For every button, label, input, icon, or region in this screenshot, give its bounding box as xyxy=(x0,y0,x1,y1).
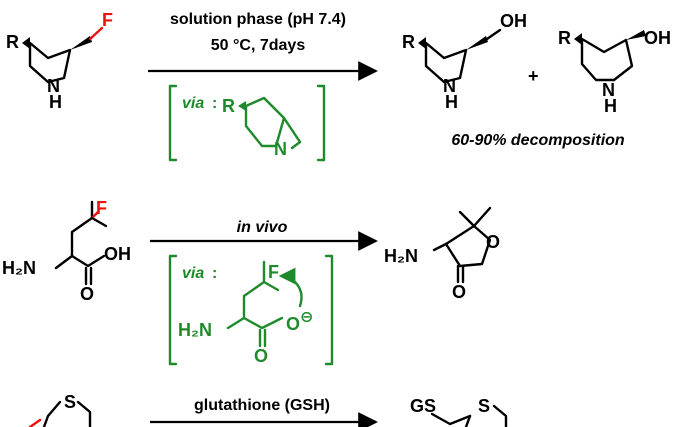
product2-atom-r: R xyxy=(558,28,571,48)
lactone-atom-o-carbonyl: O xyxy=(452,282,466,302)
reactant-thiophene: S xyxy=(28,392,92,427)
reaction-3: S glutathione (GSH) GS S xyxy=(28,392,508,427)
reaction-2: F H₂N OH O in vivo via : F H₂N O ⊖ O xyxy=(2,198,500,366)
atom-n: N xyxy=(47,76,60,96)
product1-atom-oh: OH xyxy=(500,11,527,31)
lactone-atom-h2n: H₂N xyxy=(384,246,418,266)
via-intermediate-aziridinium: via : R N xyxy=(168,84,326,162)
reactant-fluoromethylpyrrolidine: R N H F xyxy=(6,10,113,112)
intermediate2-atom-o-carbonyl: O xyxy=(254,346,268,366)
fluoroleucine-atom-h2n: H₂N xyxy=(2,258,36,278)
reaction-1: R N H F solution phase (pH 7.4) 50 °C, 7… xyxy=(6,10,671,162)
product2-atom-h: H xyxy=(604,96,617,116)
reactant-fluoroleucine: F H₂N OH O xyxy=(2,198,131,304)
negative-charge: ⊖ xyxy=(300,309,313,326)
decomposition-note: 60-90% decomposition xyxy=(451,132,625,149)
product2-atom-n: N xyxy=(602,80,615,100)
via-intermediate-carboxylate: via : F H₂N O ⊖ O xyxy=(168,254,334,366)
product1-atom-r: R xyxy=(402,32,415,52)
via-label-1: via xyxy=(182,95,204,112)
intermediate-atom-r: R xyxy=(222,96,235,116)
intermediate2-atom-f: F xyxy=(268,262,279,282)
fluoroleucine-atom-oh: OH xyxy=(104,244,131,264)
product-hydroxypiperidine: R N H OH xyxy=(558,28,671,116)
atom-r: R xyxy=(6,32,19,52)
condition-glutathione: glutathione (GSH) xyxy=(194,397,330,414)
product1-atom-n: N xyxy=(443,76,456,96)
intermediate-atom-n: N xyxy=(274,139,287,159)
lactone-atom-o: O xyxy=(486,232,500,252)
atom-f: F xyxy=(102,10,113,30)
atom-h: H xyxy=(49,92,62,112)
product-gs-thiophene: GS S xyxy=(410,396,508,427)
plus-sign: + xyxy=(528,66,539,86)
product-hydroxymethylpyrrolidine: R N H OH xyxy=(402,11,527,112)
via-label-2: via xyxy=(182,265,204,282)
condition-line-2: 50 °C, 7days xyxy=(211,37,306,54)
condition-in-vivo: in vivo xyxy=(237,219,288,236)
product-lactone: O O H₂N xyxy=(384,206,500,302)
product2-atom-oh: OH xyxy=(644,28,671,48)
thiophene-atom-s: S xyxy=(64,392,76,412)
condition-line-1: solution phase (pH 7.4) xyxy=(170,11,346,28)
svg-text::: : xyxy=(212,265,217,282)
fluoroleucine-atom-o: O xyxy=(80,284,94,304)
intermediate2-atom-o: O xyxy=(286,314,300,334)
product3-atom-s: S xyxy=(478,396,490,416)
product3-atom-gs: GS xyxy=(410,396,436,416)
svg-text::: : xyxy=(212,95,217,112)
intermediate2-atom-h2n: H₂N xyxy=(178,320,212,340)
product1-atom-h: H xyxy=(445,92,458,112)
fluoroleucine-atom-f: F xyxy=(96,198,107,218)
